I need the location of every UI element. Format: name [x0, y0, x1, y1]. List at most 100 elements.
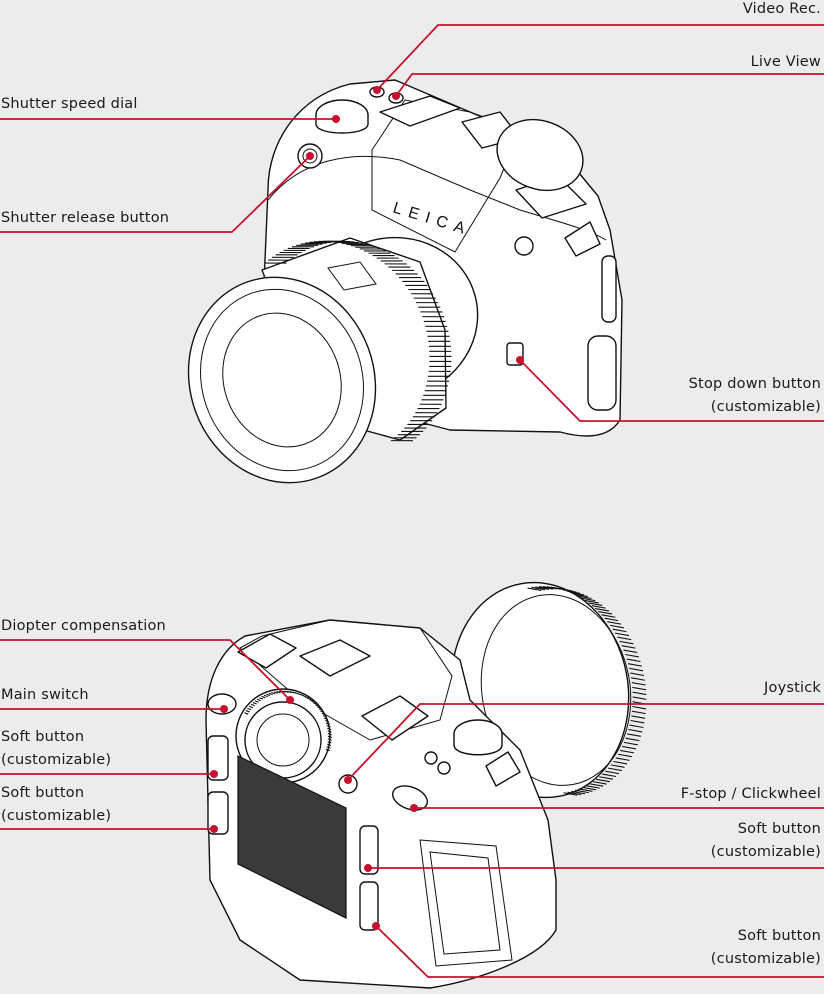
knurl-rib [632, 696, 647, 700]
leader-dot-shutter-release [306, 152, 314, 160]
front-strap-lug [564, 221, 601, 257]
leader-shutter-release [0, 155, 311, 233]
label-shutter-speed-dial: Shutter speed dial [1, 96, 138, 112]
diopter-ring-ribs [244, 690, 332, 752]
knurl-rib [625, 653, 640, 658]
soft-button-right-lower [359, 881, 379, 931]
knurl-rib [245, 710, 250, 713]
leader-dot-soft-right-2 [372, 922, 380, 930]
front-side-door [601, 255, 617, 323]
leader-diopter [0, 639, 291, 701]
knurl-rib [610, 764, 625, 768]
knurl-rib [318, 708, 323, 711]
knurl-rib [585, 785, 600, 789]
knurl-rib [254, 700, 259, 703]
knurl-rib [327, 735, 332, 739]
knurl-rib [271, 691, 276, 695]
knurl-rib [623, 741, 638, 746]
knurl-rib [250, 703, 255, 707]
knurl-rib [615, 757, 630, 761]
knurl-rib [527, 587, 542, 592]
rear-shutter-dial-side [453, 734, 503, 756]
label-soft-button-left-1: Soft button (customizable) [1, 729, 112, 768]
knurl-rib [604, 617, 619, 622]
knurl-rib [252, 702, 257, 705]
rear-top-display-left [237, 633, 297, 669]
front-lens-glass [222, 312, 342, 448]
label-shutter-release: Shutter release button [1, 210, 170, 226]
front-camera: LEICA [187, 79, 623, 484]
leader-lines [0, 24, 824, 978]
rear-grip-outline [419, 839, 513, 967]
knurl-rib [598, 611, 613, 615]
label-main-switch: Main switch [1, 687, 89, 703]
knurl-rib [627, 663, 642, 667]
leader-dot-joystick [344, 776, 352, 784]
knurl-rib [629, 667, 644, 672]
leader-dot-shutter-speed-dial [332, 115, 340, 123]
knurl-rib [311, 700, 316, 704]
label-fstop-clickwheel: F-stop / Clickwheel [680, 786, 821, 802]
knurl-rib [327, 743, 332, 747]
soft-button-left-lower [207, 791, 229, 835]
front-lens-outer [187, 276, 377, 484]
knurl-rib [325, 722, 331, 725]
knurl-rib [595, 607, 610, 612]
knurl-rib [607, 767, 622, 772]
knurl-rib [628, 728, 643, 733]
knurl-rib [327, 733, 332, 736]
leader-live-view [395, 73, 824, 97]
knurl-rib [617, 753, 632, 758]
knurl-rib [627, 733, 641, 737]
knurl-rib [599, 776, 614, 780]
knurl-rib [615, 632, 630, 637]
leader-video-rec [376, 24, 824, 91]
knurl-rib [574, 789, 589, 794]
knurl-rib [327, 727, 332, 731]
rear-small-button-1 [424, 751, 438, 765]
knurl-rib [631, 682, 646, 686]
front-red-dot-logo [514, 236, 534, 256]
knurl-rib [581, 597, 596, 602]
knurl-rib [247, 707, 252, 711]
knurl-rib [631, 677, 646, 681]
knurl-rib [284, 690, 289, 693]
knurl-rib [535, 586, 550, 590]
knurl-rib [327, 738, 332, 741]
knurl-rib [281, 690, 286, 693]
knurl-rib [620, 749, 635, 754]
knurl-rib [584, 599, 599, 604]
knurl-rib [601, 614, 616, 618]
knurl-rib [562, 589, 577, 593]
soft-button-left-upper [207, 735, 229, 781]
knurl-rib [632, 686, 647, 691]
knurl-rib [582, 786, 597, 791]
knurl-rib [317, 706, 322, 709]
knurl-rib [573, 593, 588, 598]
knurl-rib [263, 694, 268, 698]
knurl-rib [261, 695, 266, 699]
knurl-rib [623, 649, 638, 654]
knurl-rib [322, 715, 328, 718]
leader-dot-live-view [392, 92, 400, 100]
knurl-rib [591, 605, 606, 609]
knurl-rib [321, 712, 326, 716]
knurl-rib [613, 760, 628, 765]
knurl-rib [326, 746, 331, 749]
leader-dot-stop-down [516, 356, 524, 364]
knurl-rib [609, 624, 624, 629]
label-soft-button-left-2: Soft button (customizable) [1, 785, 112, 824]
rear-strap-lug [485, 751, 521, 787]
shutter-speed-dial-side [315, 115, 369, 134]
knurl-rib [244, 712, 249, 715]
knurl-rib [326, 725, 331, 728]
knurl-rib [276, 690, 281, 694]
knurl-rib [630, 719, 645, 724]
knurl-rib [309, 699, 314, 702]
shutter-release-button-inner [302, 148, 318, 164]
clickwheel-shape [391, 785, 429, 811]
knurl-rib [630, 672, 645, 677]
knurl-rib [578, 788, 593, 792]
knurl-rib [539, 586, 554, 590]
